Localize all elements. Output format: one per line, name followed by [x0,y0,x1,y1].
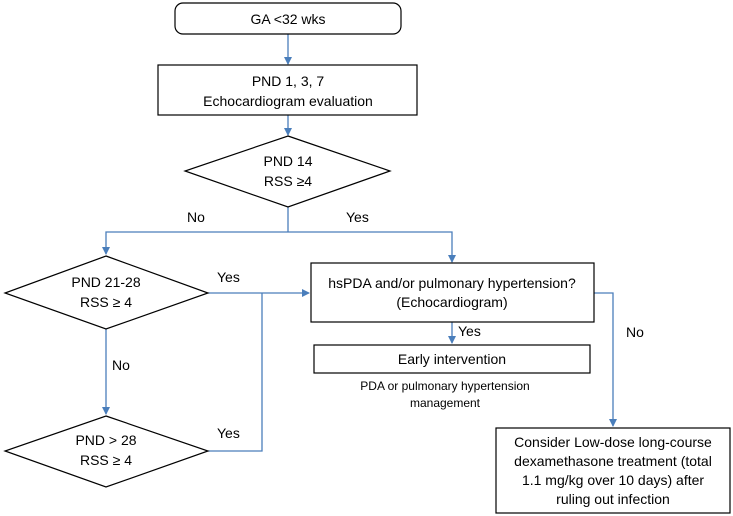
node-start: GA <32 wks [174,2,402,35]
node-pnd21-line-1: PND 21-28 [71,274,140,290]
label-pnd21-yes: Yes [217,269,240,285]
node-pnd14: PND 14 RSS ≥4 [183,135,392,208]
node-hspda-line-2: (Echocardiogram) [396,294,507,310]
label-pnd14-no: No [187,209,205,225]
edge-pnd14-no [102,231,288,255]
edge-pnd14-yes [288,231,456,263]
node-start-text: GA <32 wks [250,11,325,27]
node-early-intervention: Early intervention [313,344,591,374]
management-note: PDA or pulmonary hypertension management [360,379,529,410]
node-early-text: Early intervention [398,351,506,367]
node-echo: PND 1, 3, 7 Echocardiogram evaluation [157,64,418,116]
edge-labels: No Yes Yes No Yes Yes No [112,209,644,441]
edge-pnd28-yes [208,293,263,452]
label-hspda-no: No [626,324,644,340]
node-dexamethasone: Consider Low-dose long-course dexamethas… [495,427,731,514]
node-pnd28: PND > 28 RSS ≥ 4 [3,415,210,488]
node-hspda: hsPDA and/or pulmonary hypertension? (Ec… [310,262,595,323]
node-dexa-line-2: dexamethasone treatment (total [514,453,712,469]
node-dexa-line-1: Consider Low-dose long-course [514,434,712,450]
label-pnd28-yes: Yes [217,425,240,441]
node-dexa-line-4: ruling out infection [556,491,670,507]
label-pnd21-no: No [112,357,130,373]
label-pnd14-yes: Yes [346,209,369,225]
connectors [102,34,617,452]
node-echo-line-2: Echocardiogram evaluation [203,93,373,109]
node-pnd21-line-2: RSS ≥ 4 [80,294,132,310]
node-dexa-line-3: 1.1 mg/kg over 10 days) after [522,472,704,488]
note-line-2: management [410,396,481,410]
node-pnd14-line-2: RSS ≥4 [264,173,312,189]
node-echo-line-1: PND 1, 3, 7 [252,73,325,89]
note-line-1: PDA or pulmonary hypertension [360,379,529,393]
node-hspda-line-1: hsPDA and/or pulmonary hypertension? [328,275,576,291]
node-pnd28-line-2: RSS ≥ 4 [80,452,132,468]
node-pnd14-line-1: PND 14 [263,153,312,169]
node-pnd21: PND 21-28 RSS ≥ 4 [3,255,210,330]
label-hspda-yes: Yes [458,323,481,339]
node-pnd28-line-1: PND > 28 [75,432,136,448]
edge-hspda-no [594,292,617,427]
